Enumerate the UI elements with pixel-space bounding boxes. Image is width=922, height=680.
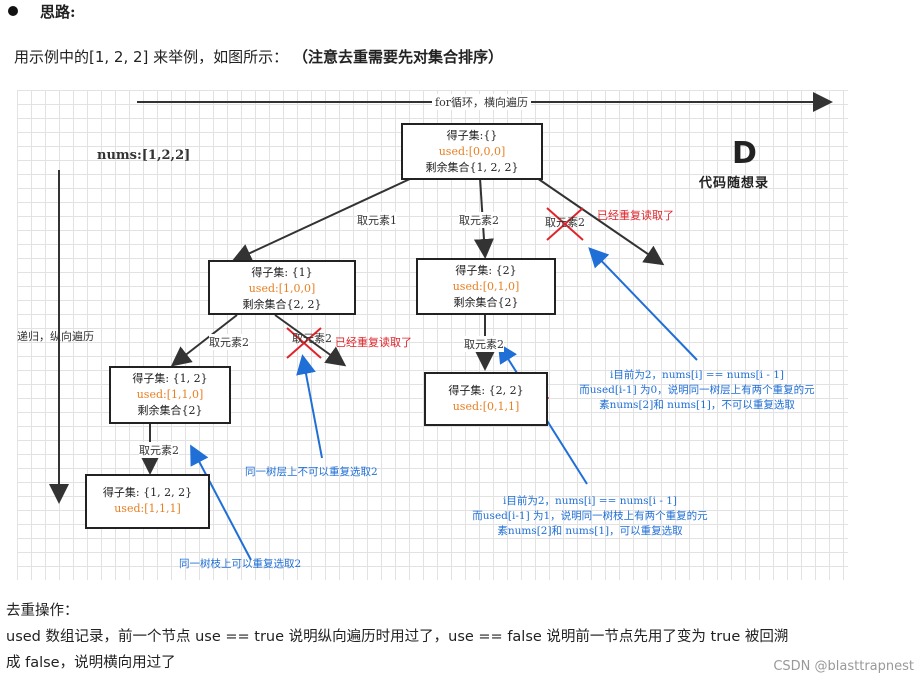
intro-text: 用示例中的[1, 2, 2] 来举例，如图所示： （注意去重需要先对集合排序） xyxy=(14,46,503,67)
branch-note: 同一树枝上可以重复选取2 xyxy=(179,558,302,570)
pointer-arrow-layer-note xyxy=(588,247,698,361)
branch-dedup-note: i目前为2，nums[i] == nums[i - 1] 而used[i-1] … xyxy=(472,495,708,537)
intro-emphasis: （注意去重需要先对集合排序） xyxy=(292,48,503,66)
decision-tree-diagram: for循环，横向遍历 递归，纵向遍历 nums:[1,2,2] D 代码随想录 … xyxy=(17,90,848,580)
edge-root-n1 xyxy=(231,177,413,263)
tree-node-n3: 得子集: {1, 2} used:[1,1,0] 剩余集合{2} xyxy=(109,366,231,424)
tree-node-n4: 得子集: {2, 2} used:[0,1,1] xyxy=(424,372,548,426)
edge-label-3: 取元素2 xyxy=(545,216,585,229)
edge-label-1: 取元素1 xyxy=(357,212,397,228)
edge-label-7: 取元素2 xyxy=(139,442,179,458)
edge-label-4: 取元素2 xyxy=(209,334,249,350)
edge-label-5: 取元素2 xyxy=(292,332,332,345)
footer-line-2: 成 false，说明横向用过了 xyxy=(6,655,176,671)
tree-node-root: 得子集:{} used:[0,0,0] 剩余集合{1, 2, 2} xyxy=(401,123,543,180)
watermark: CSDN @blasttrapnest xyxy=(773,659,914,674)
edge-label-6: 取元素2 xyxy=(464,336,504,352)
bullet-icon xyxy=(8,6,18,16)
intro-prefix: 用示例中的[1, 2, 2] 来举例，如图所示： xyxy=(14,48,289,66)
layer-note: 同一树层上不可以重复选取2 xyxy=(245,466,378,478)
pointer-arrow-layer-2 xyxy=(296,354,323,459)
top-axis-label: for循环，横向遍历 xyxy=(432,94,531,110)
tree-node-n5: 得子集: {1, 2, 2} used:[1,1,1] xyxy=(85,474,210,529)
side-axis-label: 递归，纵向遍历 xyxy=(17,330,94,343)
pointer-arrow-branch-2 xyxy=(190,444,252,561)
footer-line-1: used 数组记录，前一个节点 use == true 说明纵向遍历时用过了，u… xyxy=(6,629,789,645)
edge-root-dup xyxy=(536,177,665,266)
logo-icon: D xyxy=(732,136,757,171)
edge-n1-n3 xyxy=(170,314,238,367)
logo-text: 代码随想录 xyxy=(699,176,770,191)
section-heading: 思路: xyxy=(40,3,76,21)
tree-node-n1: 得子集: {1} used:[1,0,0] 剩余集合{2, 2} xyxy=(208,260,356,315)
nums-label: nums:[1,2,2] xyxy=(97,148,191,163)
tree-node-n2: 得子集: {2} used:[0,1,0] 剩余集合{2} xyxy=(416,258,556,315)
edge-label-2: 取元素2 xyxy=(459,212,499,228)
duplicate-note-2: 已经重复读取了 xyxy=(335,336,412,349)
footer-title: 去重操作： xyxy=(6,603,79,619)
layer-dedup-note: i目前为2，nums[i] == nums[i - 1] 而used[i-1] … xyxy=(579,369,815,411)
duplicate-note-1: 已经重复读取了 xyxy=(597,209,674,222)
